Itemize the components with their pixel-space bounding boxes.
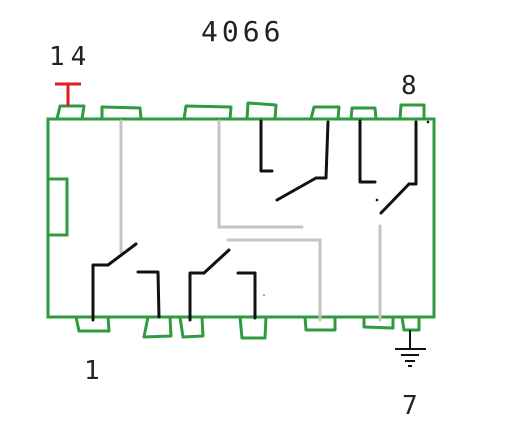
switch-a-right [136, 270, 161, 319]
switch-c-right [314, 120, 330, 180]
pin-5 [303, 316, 337, 332]
ic-package-body [46, 117, 436, 319]
pin-11 [245, 101, 278, 120]
pin-1 [74, 316, 111, 333]
switch-a-left [91, 263, 110, 322]
ic-notch [46, 177, 69, 237]
stray-dot [375, 198, 379, 202]
top-pins [55, 101, 426, 120]
switch-d-right [407, 120, 418, 186]
switch-d-blade [379, 182, 411, 215]
switch-b-left [188, 271, 206, 322]
control-lines [119, 119, 382, 322]
pin-8 [398, 103, 426, 120]
bottom-pins [74, 316, 421, 340]
switch-d-left [358, 119, 377, 184]
pin-3 [178, 316, 205, 339]
pin-14-label: 14 [49, 42, 92, 72]
vdd-symbol [55, 82, 81, 106]
pin-6 [362, 317, 395, 330]
control-line-pin12 [217, 119, 304, 229]
ground-symbol [395, 330, 426, 367]
control-line-pin5 [226, 238, 322, 322]
pin-7 [400, 316, 421, 332]
switch-b-right [236, 271, 257, 320]
stray-dot [426, 120, 430, 124]
switch-c-blade [275, 176, 318, 202]
pin-1-label: 1 [84, 356, 100, 386]
pin-4 [238, 316, 268, 340]
switch-a-blade [106, 242, 138, 267]
analog-switches [91, 119, 418, 322]
pin-13 [100, 105, 143, 120]
stray-dot [263, 294, 265, 296]
pin-12 [182, 104, 233, 120]
switch-c-left [259, 119, 274, 173]
pin-10 [309, 105, 341, 120]
pin-2 [142, 316, 173, 339]
switch-b-blade [202, 248, 231, 275]
pin-8-label: 8 [401, 71, 417, 101]
pin-14 [55, 104, 86, 120]
chip-title: 4066 [201, 15, 284, 48]
pin-9 [349, 106, 378, 120]
pin-7-label: 7 [402, 391, 418, 421]
